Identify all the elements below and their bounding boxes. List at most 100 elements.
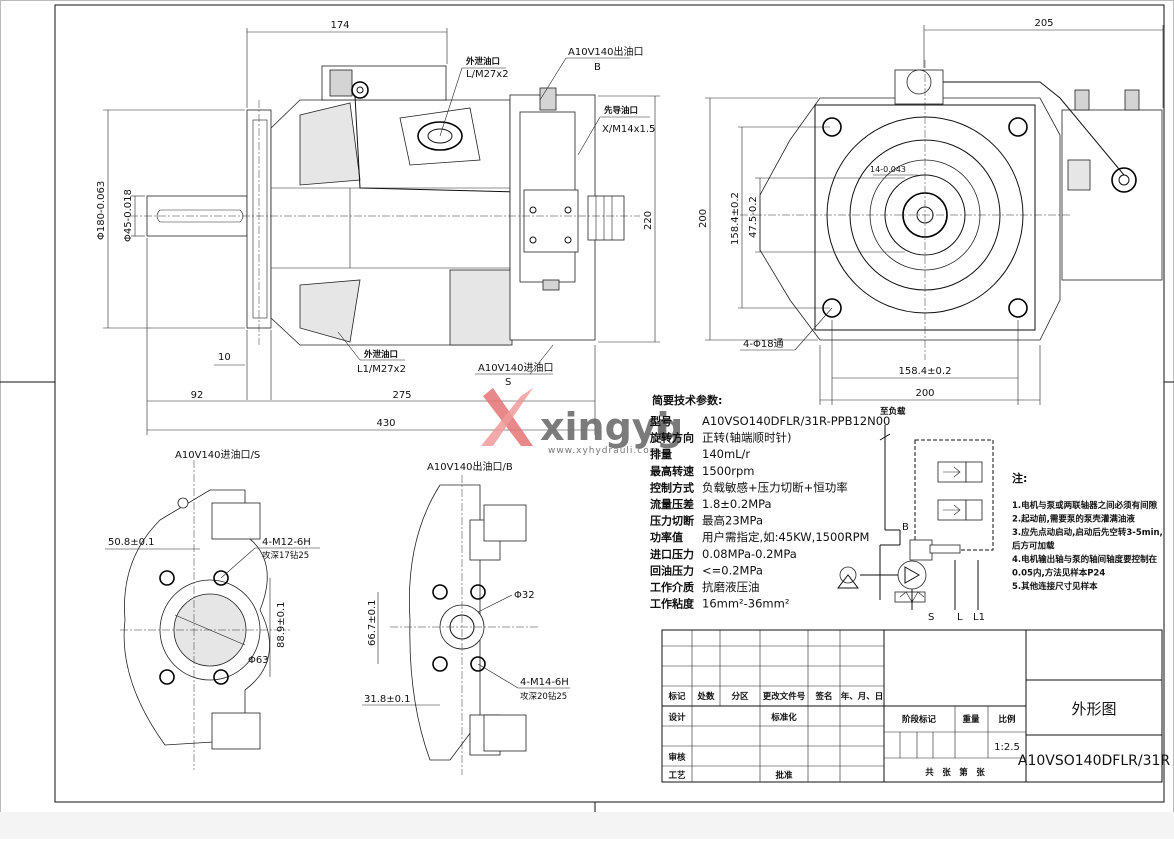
spec-value: 16mm²-36mm² — [702, 597, 789, 611]
dim-m14: 4-M14-6H — [520, 677, 569, 688]
schematic-title: 至负载 — [880, 406, 906, 417]
side-view-dimensions: 174 Φ180-0.063 Φ45-0.018 220 10 92 275 4… — [96, 20, 660, 435]
spec-value: 用户需指定,如:45KW,1500RPM — [702, 530, 869, 544]
spec-key: 旋转方向 — [649, 431, 694, 445]
dim-200-v: 200 — [698, 209, 709, 228]
tb-header-zone: 分区 — [731, 691, 749, 702]
watermark-url: www.xyhydrauli.com — [548, 446, 660, 456]
watermark-brand: xingyi — [540, 405, 670, 449]
watermark-logo-icon — [481, 388, 533, 446]
note-line: 1.电机与泵或两联轴器之间必须有间隙 — [1012, 500, 1158, 511]
dim-205: 205 — [1034, 18, 1053, 29]
port-s-title: A10V140进油口/S — [175, 448, 260, 461]
tb-model: A10VSO140DFLR/31R — [1018, 753, 1170, 769]
port-s-view: A10V140进油口/S — [120, 448, 290, 770]
schematic-port-s: S — [928, 612, 934, 623]
dim-phi63: Φ63 — [248, 655, 269, 666]
dim-220: 220 — [643, 211, 654, 230]
title-block: 标记 处数 分区 更改文件号 签名 年、月、日 设计 标准化 审核 工艺 批准 … — [661, 629, 1170, 783]
hydraulic-schematic: 至负载 B S L L1 — [836, 406, 994, 623]
dim-158-v: 158.4±0.2 — [730, 192, 741, 245]
callout-port-s-code: S — [505, 377, 511, 388]
spec-value: 0.08MPa-0.2MPa — [702, 547, 797, 561]
spec-key: 工作介质 — [650, 580, 694, 594]
schematic-port-b: B — [902, 522, 909, 533]
spec-key: 压力切断 — [650, 514, 694, 528]
callout-port-l1-name: 外泄油口 — [363, 349, 398, 360]
spec-key: 最高转速 — [650, 464, 694, 478]
schematic-port-l: L — [957, 612, 963, 623]
tb-std: 标准化 — [770, 712, 797, 723]
callout-pilot-code: X/M14x1.5 — [602, 124, 655, 135]
spec-value: 正转(轴端顺时针) — [702, 431, 791, 445]
dim-158-h: 158.4±0.2 — [899, 366, 952, 377]
spec-key: 工作粘度 — [650, 597, 695, 611]
tb-sheets: 共 张 第 张 — [925, 767, 985, 778]
spec-key: 控制方式 — [650, 480, 694, 494]
specs-heading: 简要技术参数: — [652, 393, 722, 407]
callout-port-l-code: L/M27x2 — [466, 69, 509, 80]
dim-holes: 4-Φ18通 — [743, 338, 784, 350]
tb-weight: 重量 — [962, 714, 980, 725]
dim-14: 14-0.043 — [870, 165, 906, 174]
schematic-port-l1: L1 — [973, 612, 985, 623]
dim-phi45: Φ45-0.018 — [123, 189, 134, 242]
spec-key: 流量压差 — [650, 497, 694, 511]
dim-88: 88.9±0.1 — [276, 601, 287, 648]
tb-review: 审核 — [668, 752, 686, 763]
spec-value: 1500rpm — [702, 464, 755, 478]
note-line: 2.起动前,需要泵的泵壳灌满油液 — [1012, 514, 1135, 525]
callout-port-s-name: A10V140进油口 — [478, 361, 554, 374]
spec-value: 最高23MPa — [702, 514, 763, 528]
note-line: 5.其他连接尺寸见样本 — [1012, 581, 1098, 592]
spec-value: 抗磨液压油 — [702, 580, 760, 594]
dim-31: 31.8±0.1 — [364, 694, 411, 705]
dim-m12: 4-M12-6H — [262, 537, 311, 548]
note-line: 3.应先点动启动,启动后先空转3-5min, — [1012, 527, 1163, 538]
dim-275: 275 — [392, 390, 411, 401]
dim-174: 174 — [330, 20, 349, 31]
spec-key: 型号 — [650, 414, 672, 428]
port-b-view: A10V140出油口/B — [390, 460, 540, 775]
tb-scale-value: 1:2.5 — [994, 742, 1020, 753]
dim-m14-depth: 攻深20钻25 — [520, 691, 567, 702]
spec-value: 负载敏感+压力切断+恒功率 — [702, 480, 848, 494]
watermark: xingyi g www.xyhydrauli.com — [481, 388, 683, 456]
spec-value: A10VSO140DFLR/31R-PPB12N00 — [702, 414, 890, 428]
notes-heading: 注: — [1012, 471, 1027, 485]
tb-approve: 批准 — [775, 770, 793, 781]
spec-key: 进口压力 — [650, 547, 694, 561]
dim-m12-depth: 攻深17钻25 — [262, 550, 309, 561]
tb-stage: 阶段标记 — [902, 714, 937, 725]
dim-66: 66.7±0.1 — [367, 599, 378, 646]
port-s-dimensions: 50.8±0.1 4-M12-6H 攻深17钻25 88.9±0.1 Φ63 — [105, 537, 320, 677]
tb-drawing-name: 外形图 — [1071, 700, 1116, 718]
spec-key: 回油压力 — [650, 563, 694, 577]
spec-key: 排量 — [650, 447, 672, 461]
note-line: 0.05内,方法见样本P24 — [1012, 568, 1105, 579]
tb-header-count: 处数 — [696, 691, 715, 702]
tb-header-sign: 签名 — [814, 691, 832, 702]
dim-50: 50.8±0.1 — [108, 537, 155, 548]
front-view-dimensions: 205 200 158.4±0.2 47.5-0.2 14-0.043 4-Φ1… — [698, 18, 1164, 405]
callout-port-l1-code: L1/M27x2 — [357, 364, 406, 375]
tb-header-change: 更改文件号 — [763, 691, 806, 702]
spec-value: <=0.2MPa — [702, 563, 763, 577]
tb-header-mark: 标记 — [667, 691, 686, 702]
port-b-title: A10V140出油口/B — [427, 460, 513, 473]
tech-specs: 简要技术参数: 型号 A10VSO140DFLR/31R-PPB12N00 旋转方向… — [649, 393, 890, 611]
side-view — [130, 65, 640, 346]
port-b-dimensions: Φ32 66.7±0.1 4-M14-6H 攻深20钻25 31.8±0.1 — [362, 590, 570, 706]
spec-value: 1.8±0.2MPa — [702, 497, 772, 511]
tb-design: 设计 — [668, 712, 686, 723]
side-view-callouts: 外泄油口 L/M27x2 A10V140出油口 B 先导油口 X/M14x1.5… — [337, 45, 655, 388]
dim-10: 10 — [218, 352, 231, 363]
tb-header-date: 年、月、日 — [841, 691, 884, 702]
tb-craft: 工艺 — [668, 770, 686, 781]
spec-key: 功率值 — [650, 530, 683, 544]
dim-200-h: 200 — [915, 388, 934, 399]
dim-92: 92 — [191, 390, 204, 401]
front-view — [740, 60, 1163, 360]
dim-phi180: Φ180-0.063 — [96, 181, 107, 240]
